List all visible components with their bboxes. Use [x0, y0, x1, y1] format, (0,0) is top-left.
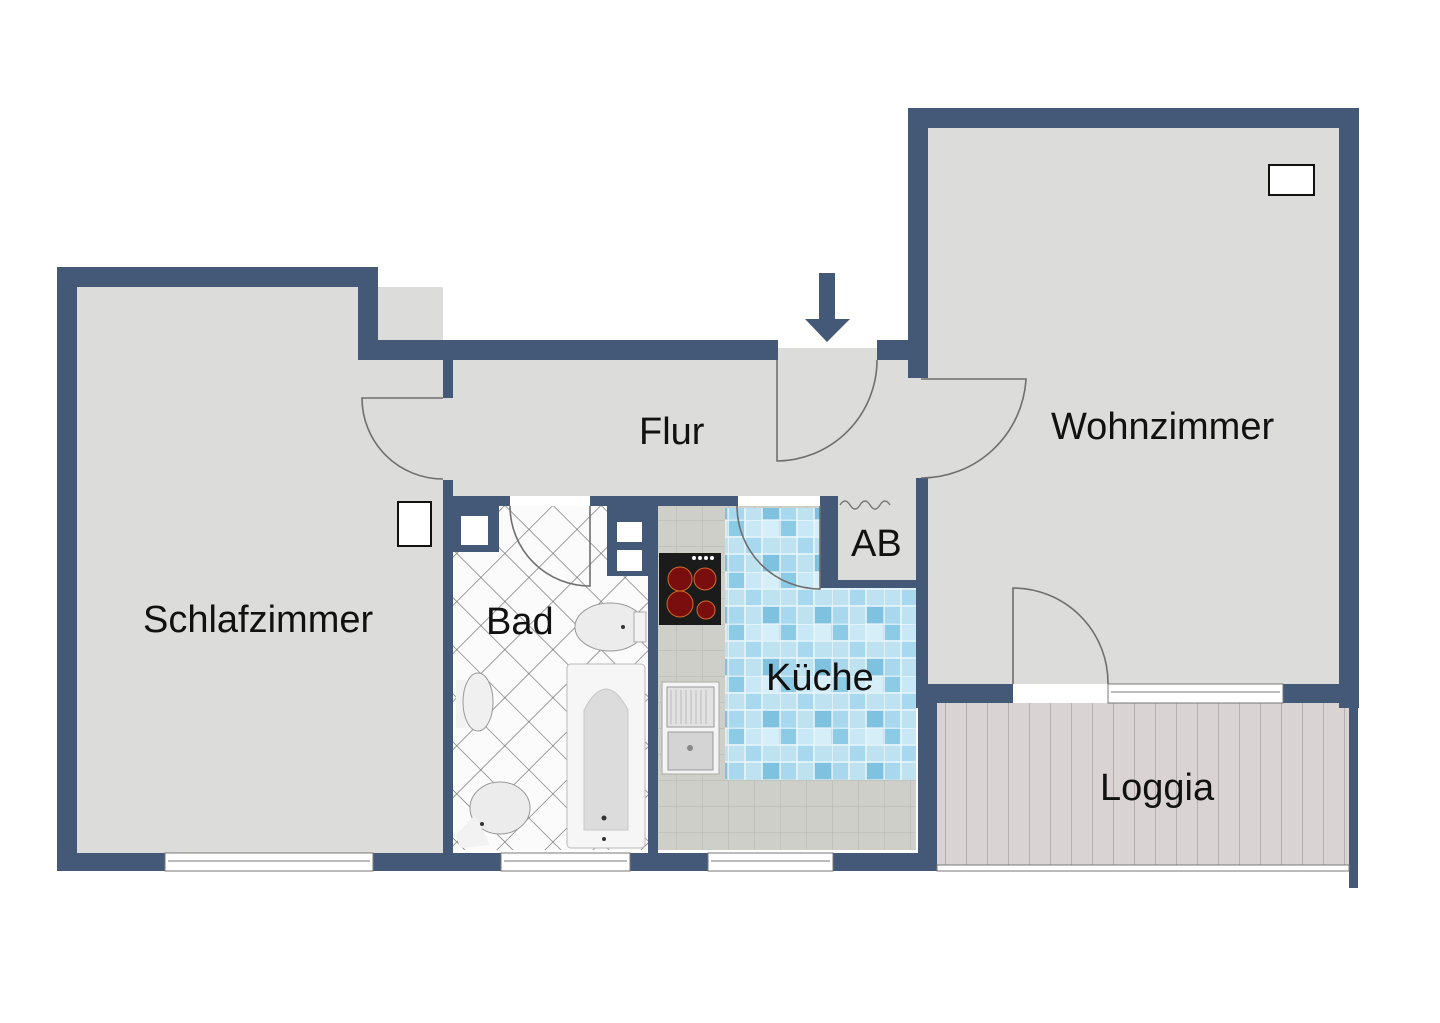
floor-schlafzimmer: [77, 287, 443, 853]
floor-ab: [838, 496, 916, 580]
shaft-kueche-2: [617, 550, 642, 571]
cooktop-icon: [659, 553, 721, 625]
ab-curtain: [839, 500, 891, 510]
sink-icon: [661, 681, 720, 775]
wall: [1283, 684, 1359, 703]
wall: [908, 108, 928, 378]
room-label-schlafzimmer: Schlafzimmer: [143, 599, 374, 641]
floors: [77, 128, 1349, 865]
window: [1107, 683, 1284, 704]
shaft-bad: [461, 516, 488, 545]
room-label-wohnzimmer: Wohnzimmer: [1051, 406, 1275, 448]
shaft-kueche-1: [617, 522, 642, 542]
entrance-arrow-icon: [805, 273, 850, 342]
walls: [57, 108, 1359, 888]
room-label-flur: Flur: [639, 411, 705, 453]
wall: [358, 267, 378, 358]
room-label-kueche: Küche: [766, 657, 874, 699]
wall: [1349, 700, 1358, 888]
room-label-ab: AB: [851, 523, 902, 565]
wall: [908, 108, 1359, 128]
floor-wohnzimmer: [927, 128, 1340, 684]
wall: [443, 496, 510, 506]
door-loggia: [1012, 587, 1109, 685]
floor-loggia: [937, 703, 1349, 865]
door-bad: [509, 505, 591, 587]
window: [936, 864, 1350, 872]
wall: [443, 358, 453, 398]
room-label-loggia: Loggia: [1100, 767, 1215, 809]
wall: [918, 684, 1013, 703]
wall: [648, 496, 658, 871]
wall: [57, 267, 77, 871]
doors: [361, 359, 1109, 685]
window: [707, 852, 834, 872]
toilet-icon: [456, 781, 531, 848]
wall: [57, 267, 378, 287]
door-kueche: [736, 505, 821, 590]
door-wohnzimmer: [920, 378, 1027, 479]
floor-entrance: [777, 348, 877, 360]
wall: [833, 853, 937, 871]
door-schlafzimmer: [361, 397, 444, 480]
radiator-schlafzimmer: [397, 501, 432, 547]
wall: [820, 580, 918, 588]
windows: [164, 683, 1350, 872]
washbasin-icon: [456, 672, 494, 732]
wall: [1339, 108, 1359, 708]
wall: [57, 853, 165, 871]
wall: [916, 478, 928, 708]
wall: [373, 853, 501, 871]
wall: [630, 853, 708, 871]
wall: [918, 684, 937, 871]
bathtub-icon: [566, 663, 646, 849]
door-entrance: [776, 359, 878, 462]
wall: [820, 496, 838, 580]
radiator-wohnzimmer: [1268, 164, 1315, 196]
wall: [443, 480, 453, 871]
room-label-bad: Bad: [486, 601, 554, 643]
window: [164, 852, 374, 872]
window: [500, 852, 631, 872]
wall: [358, 340, 778, 360]
bidet-icon: [574, 602, 647, 652]
floor-flur: [443, 358, 918, 496]
wall: [590, 496, 738, 506]
